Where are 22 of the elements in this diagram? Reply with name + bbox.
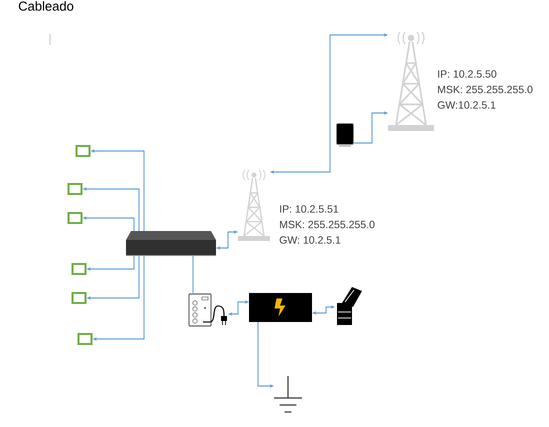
ip-address-text: IP: 10.2.5.51 — [280, 205, 338, 213]
monitor — [68, 183, 82, 195]
lever-switch — [337, 287, 362, 325]
monitor — [72, 292, 86, 304]
title-text: Cableado — [18, 1, 74, 11]
monitor — [78, 333, 92, 345]
wireless-device — [336, 123, 354, 146]
power-unit — [249, 293, 312, 322]
ip-address-text: IP: 10.2.5.50 — [438, 70, 496, 78]
monitor — [68, 212, 82, 224]
ground-symbol — [274, 376, 302, 413]
radio-tower — [388, 32, 434, 131]
radio-tower — [238, 170, 270, 241]
subnet-mask-text: MSK: 255.255.255.0 — [438, 86, 532, 94]
subnet-mask-text: MSK: 255.255.255.0 — [280, 220, 374, 228]
monitor — [72, 263, 86, 275]
gateway-text: GW:10.2.5.1 — [438, 101, 496, 109]
network-switch — [126, 231, 216, 256]
gateway-text: GW: 10.2.5.1 — [280, 236, 340, 244]
ups-unit — [188, 294, 227, 326]
monitor — [76, 145, 90, 157]
connector-line — [192, 256, 194, 294]
